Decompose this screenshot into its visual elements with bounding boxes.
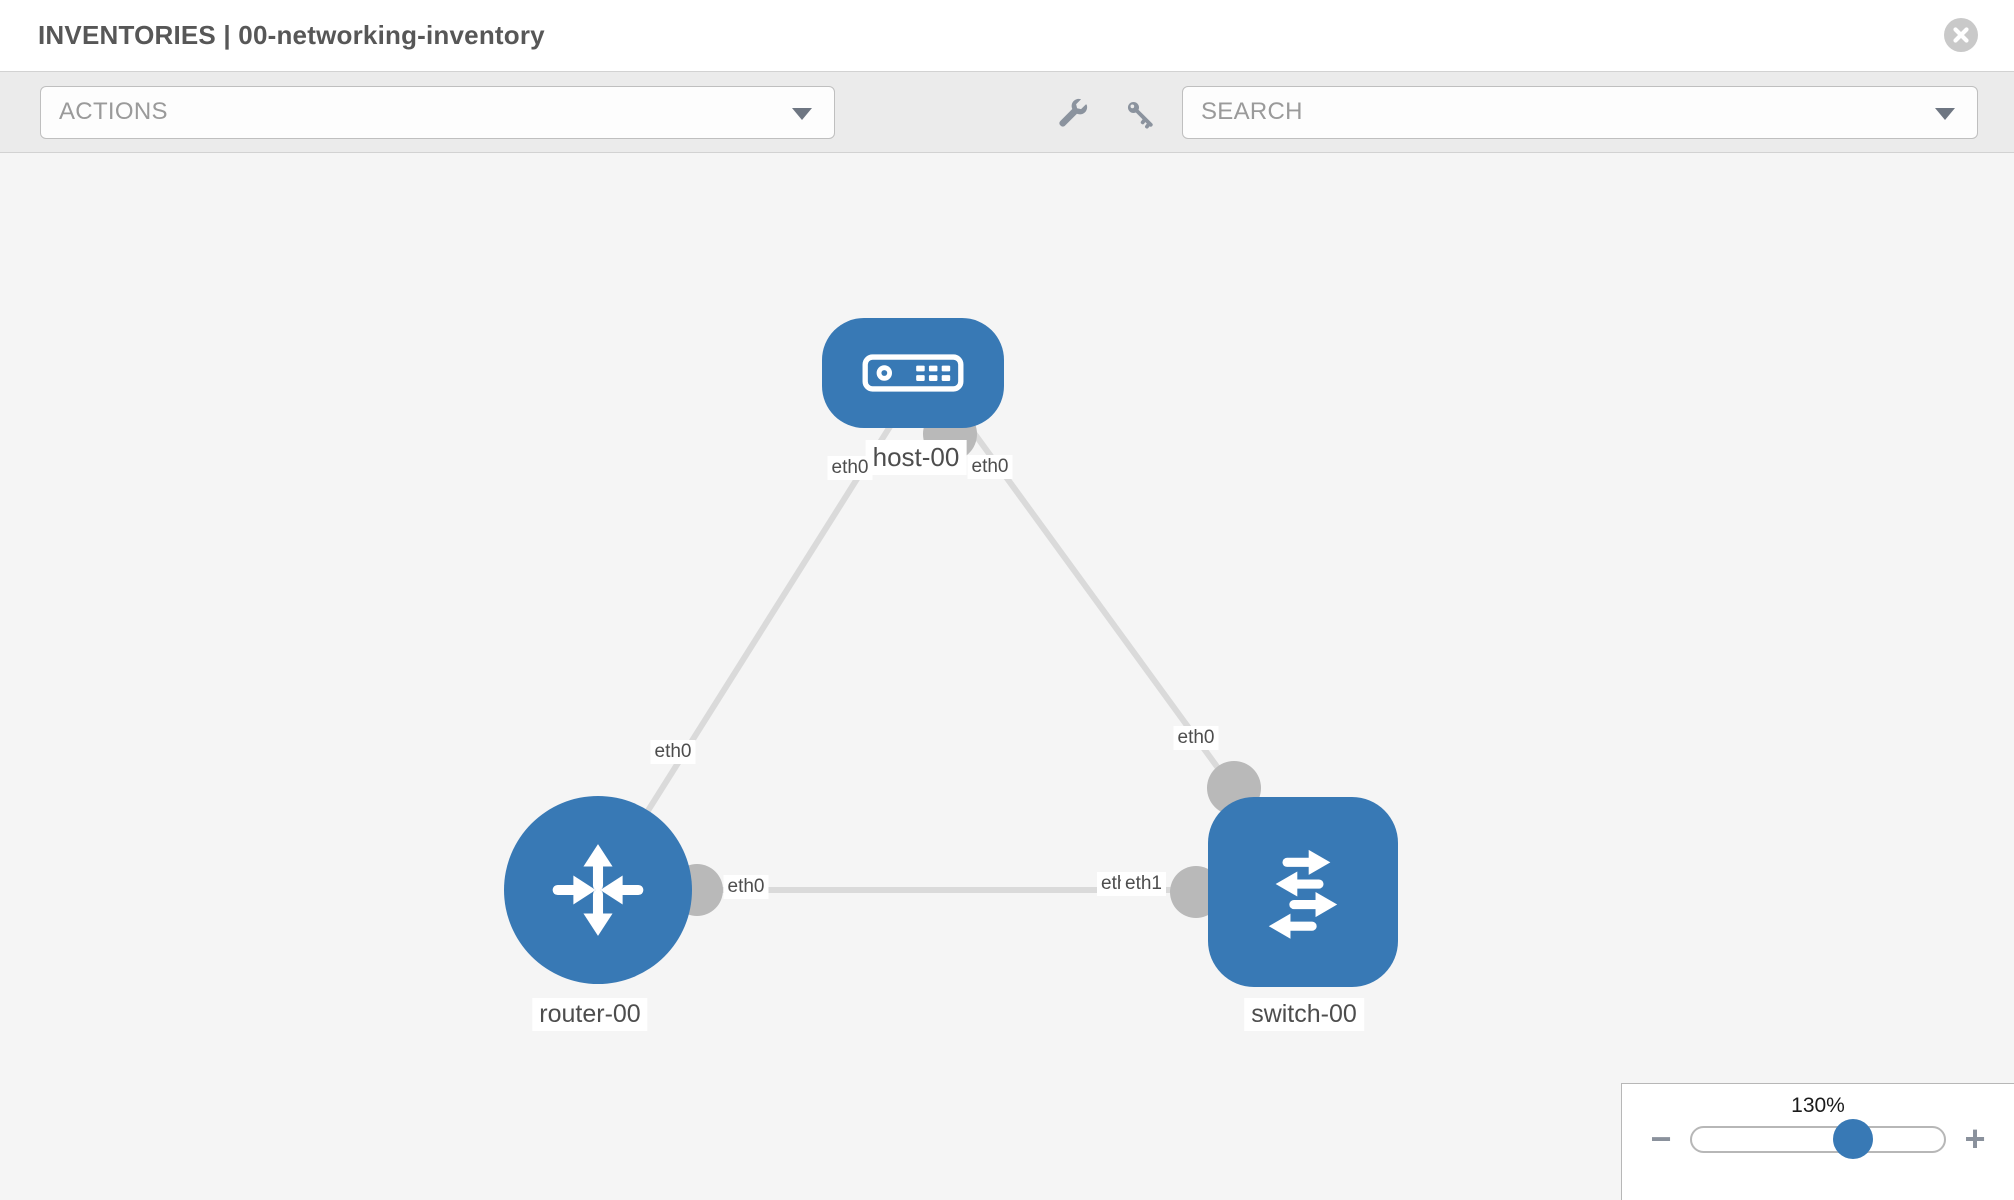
search-dropdown-label: SEARCH (1201, 98, 1303, 125)
wrench-icon (1059, 98, 1088, 127)
wrench-icon-button[interactable] (1052, 96, 1092, 132)
chevron-down-icon (1935, 107, 1955, 120)
key-icon (1127, 101, 1153, 129)
router-icon (552, 844, 644, 936)
toolbar: ACTIONS SEARCH (0, 71, 2014, 153)
interface-label: eth0 (1173, 726, 1219, 750)
interface-label: eth0 (967, 455, 1013, 479)
header: INVENTORIES | 00-networking-inventory (0, 0, 2014, 71)
chevron-down-icon (792, 107, 812, 120)
node-label-router: router-00 (532, 998, 648, 1031)
interface-label: eth0 (723, 875, 769, 899)
zoom-slider-thumb[interactable] (1833, 1118, 1874, 1159)
switch-icon (1268, 849, 1338, 939)
interface-label: eth0 (650, 740, 696, 764)
interface-label: eth1 (1121, 872, 1166, 896)
node-host-00[interactable] (822, 318, 1004, 428)
node-label-switch: switch-00 (1244, 998, 1364, 1031)
node-label-host: host-00 (865, 440, 967, 475)
page-title: INVENTORIES | 00-networking-inventory (38, 20, 545, 50)
zoom-slider[interactable] (1690, 1118, 1946, 1159)
key-icon-button[interactable] (1120, 96, 1160, 132)
close-button[interactable] (1944, 18, 1978, 52)
node-router-00[interactable] (504, 796, 692, 984)
zoom-level-value: 130% (1791, 1094, 1845, 1117)
actions-dropdown-label: ACTIONS (59, 98, 168, 125)
zoom-panel: 130% − + (1621, 1083, 2014, 1200)
actions-dropdown[interactable]: ACTIONS (40, 85, 835, 139)
links-layer (595, 388, 1300, 918)
zoom-in-button[interactable]: + (1958, 1121, 1992, 1157)
close-icon (1953, 27, 1969, 43)
topology-canvas[interactable]: host-00 router-00 switch-00 eth0 eth0 et… (0, 153, 2014, 1200)
search-dropdown[interactable]: SEARCH (1182, 85, 1978, 139)
interface-label: eth0 (827, 456, 873, 480)
host-icon (862, 354, 964, 392)
node-switch-00[interactable] (1208, 797, 1398, 987)
zoom-out-button[interactable]: − (1644, 1121, 1678, 1157)
